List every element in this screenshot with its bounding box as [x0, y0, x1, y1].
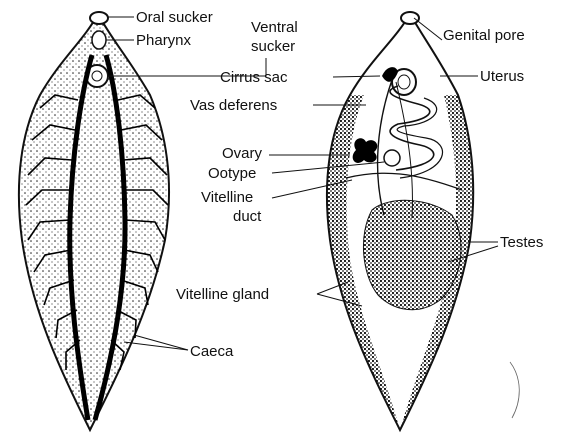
- label-ootype: Ootype: [208, 165, 256, 182]
- label-ventral-sucker-1: Ventral: [251, 19, 298, 36]
- label-pharynx: Pharynx: [136, 32, 192, 49]
- label-vitelline-gland: Vitelline gland: [176, 286, 269, 303]
- right-ootype: [384, 150, 400, 166]
- left-pharynx: [92, 31, 106, 49]
- label-ovary: Ovary: [222, 145, 263, 162]
- label-uterus: Uterus: [480, 68, 524, 85]
- label-caeca: Caeca: [190, 343, 234, 360]
- right-ovary: [353, 138, 378, 163]
- label-vas-deferens: Vas deferens: [190, 97, 277, 114]
- left-specimen: [19, 12, 169, 430]
- left-oral-sucker: [90, 12, 108, 24]
- label-cirrus-sac: Cirrus sac: [220, 69, 288, 86]
- label-oral-sucker: Oral sucker: [136, 9, 213, 26]
- label-vitelline-duct-1: Vitelline: [201, 189, 253, 206]
- label-vitelline-duct-2: duct: [233, 208, 262, 225]
- label-ventral-sucker-2: sucker: [251, 38, 295, 55]
- label-genital-pore: Genital pore: [443, 27, 525, 44]
- label-testes: Testes: [500, 234, 543, 251]
- right-oral-sucker: [401, 12, 419, 24]
